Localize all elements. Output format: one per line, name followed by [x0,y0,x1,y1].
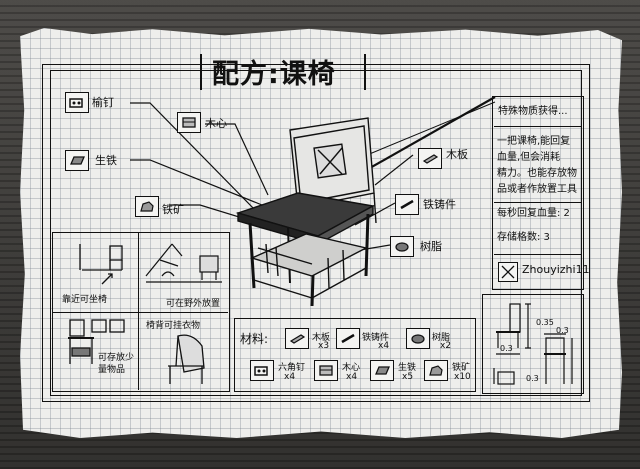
material-name-wood-core: 木心 [342,363,361,373]
ingredient-label-wood-plank: 木板 [446,148,468,161]
info-divider-3 [494,254,582,255]
ingredient-label-resin: 树脂 [420,240,442,253]
materials-label: 材料: [240,332,269,346]
nail-block-icon [65,92,89,113]
material-name-hex-nail: 六角钉 [278,363,306,373]
material-icon-wood-core [314,360,338,381]
scene-sit-sketch [79,244,123,285]
scene-caption-4: 椅背可挂衣物 [146,321,201,331]
dimensions-panel [482,294,584,394]
material-icon-hex-nail [250,360,274,381]
info-line-2: 血量,但会消耗 [497,152,561,163]
material-icon-resin [406,328,430,349]
material-qty-wood-core: x4 [346,372,358,382]
title-box [200,54,366,90]
scene-grid-vline [138,232,139,390]
storage-label: 存储格数: 3 [497,232,550,243]
ingredient-label-wood-core: 木心 [205,117,227,130]
material-name-wood-plank: 木板 [312,333,331,343]
info-divider-2 [494,202,582,203]
material-name-iron-casting: 铁铸件 [362,333,390,343]
scene-caption-2: 可在野外放置 [166,299,221,309]
iron-ore-icon [135,196,159,217]
material-qty-resin: x2 [440,341,452,351]
material-name-iron-ingot: 生铁 [398,363,417,373]
materials-panel [234,318,476,392]
scene-outdoor-sketch [145,243,222,283]
info-line-1: 一把课椅,能回复 [497,136,571,147]
material-name-iron-ore: 铁矿 [452,363,471,373]
wood-plank-icon [418,148,442,169]
info-line-4: 品或者作放置工具 [497,184,577,195]
dimension-height: 0.35 [536,318,554,327]
scene-caption-1: 靠近可坐椅 [62,295,108,305]
author-name: Zhouyizhi11 [522,263,590,276]
wood-core-icon [177,112,201,133]
ingredient-label-iron-ore: 铁矿 [162,203,184,216]
material-icon-iron-ingot [370,360,394,381]
info-line-3: 精力。也能存放物 [497,168,577,179]
dimension-sketch [493,303,573,385]
material-icon-wood-plank [285,328,309,349]
dimension-width: 0.3 [556,326,569,335]
material-qty-hex-nail: x4 [284,372,296,382]
iron-casting-icon [395,194,419,215]
ingredient-label-iron-casting: 铁铸件 [423,198,456,211]
restore-label: 每秒回复血量: 2 [497,208,570,219]
scene-storage-sketch [68,319,125,364]
school-chair-drawing [235,117,377,307]
ingredient-label-nail: 榆钉 [92,96,114,109]
page-title: 配方:课椅 [212,59,336,90]
material-qty-iron-ore: x10 [454,372,471,382]
resin-icon [390,236,414,257]
scene-caption-3: 可存放少量物品 [98,353,135,375]
scene-grid-hline [52,312,228,313]
material-icon-iron-casting [336,328,360,349]
dimension-depth: 0.3 [500,344,513,353]
outer-frame [42,64,590,402]
material-qty-wood-plank: x3 [318,341,330,351]
author-logo-icon [498,262,518,282]
iron-ingot-icon [65,150,89,171]
material-icon-iron-ore [424,360,448,381]
ingredient-label-iron-ingot: 生铁 [95,154,117,167]
material-name-resin: 树脂 [432,333,451,343]
material-qty-iron-ingot: x5 [402,372,414,382]
scene-hanger-sketch [168,334,205,384]
inner-frame [50,70,582,396]
info-heading: 特殊物质获得... [498,106,568,117]
material-qty-iron-casting: x4 [378,341,390,351]
info-divider [494,126,582,127]
info-panel [492,96,584,290]
dimension-seat: 0.3 [526,374,539,383]
